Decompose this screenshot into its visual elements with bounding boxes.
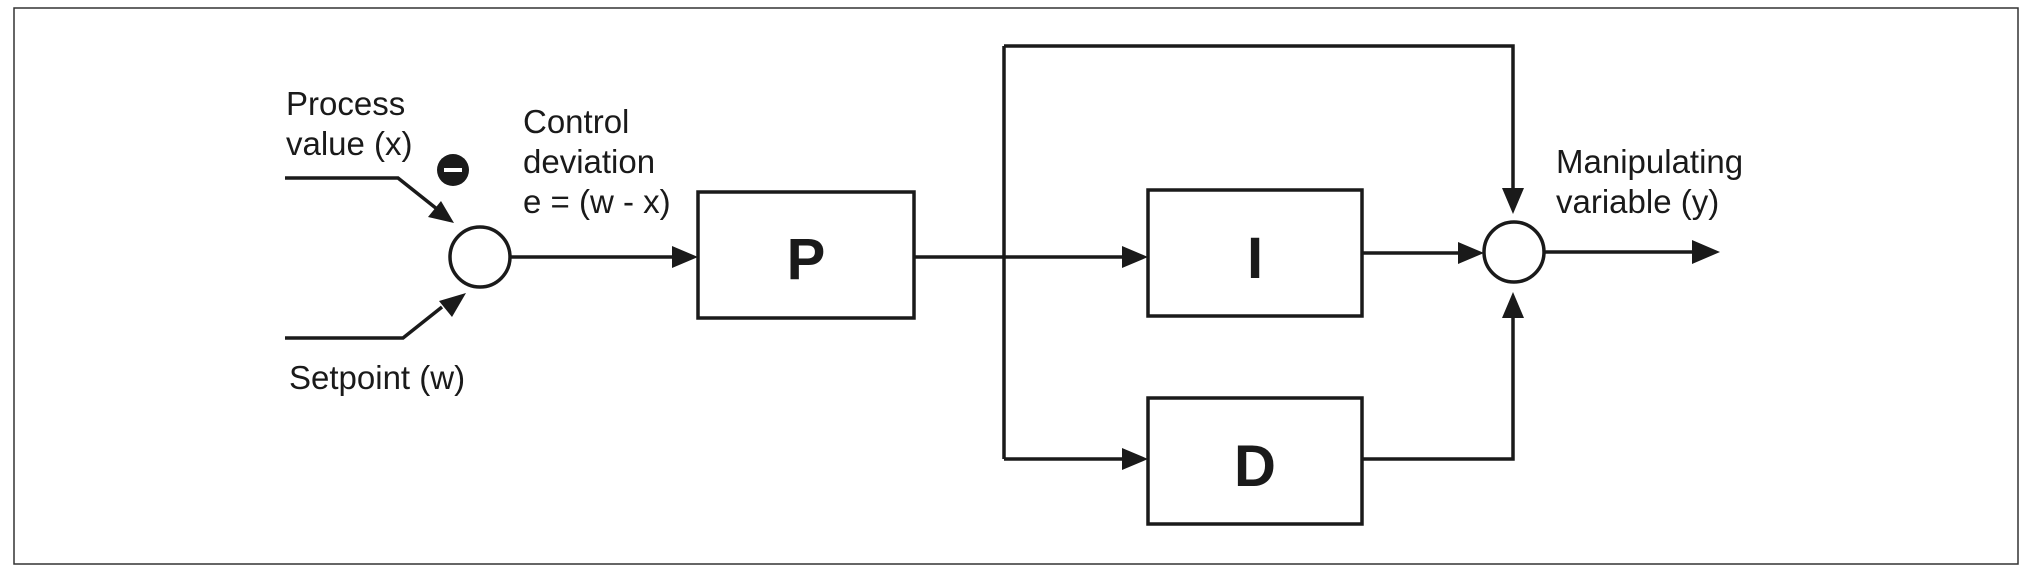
branch-to-d-arrowhead xyxy=(1122,448,1148,470)
p-to-i-arrowhead xyxy=(1122,246,1148,268)
i-to-sum-arrowhead xyxy=(1458,242,1484,264)
process-value-arrowhead xyxy=(428,201,454,223)
output-arrowhead xyxy=(1692,240,1720,264)
manipulating-variable-label-line2: variable (y) xyxy=(1556,183,1719,220)
d-to-sum-arrowhead xyxy=(1502,292,1524,318)
p-bypass-arrowhead xyxy=(1502,188,1524,214)
p-bypass-line xyxy=(1004,44,1515,196)
p-block-label: P xyxy=(787,227,826,292)
p-block xyxy=(696,190,916,320)
d-to-sum-line xyxy=(1362,310,1515,461)
control-deviation-label-line3: e = (w - x) xyxy=(523,183,671,220)
control-deviation-label-line1: Control xyxy=(523,103,629,140)
setpoint-label: Setpoint (w) xyxy=(289,359,465,396)
setpoint-arrowhead xyxy=(439,293,466,317)
manipulating-variable-label-line1: Manipulating xyxy=(1556,143,1743,180)
summing-junction xyxy=(1482,220,1546,284)
process-value-label-line2: value (x) xyxy=(286,125,413,162)
process-value-line xyxy=(285,176,444,215)
deviation-arrowhead xyxy=(672,246,698,268)
comparator-junction xyxy=(448,225,512,289)
d-block xyxy=(1146,396,1364,526)
control-deviation-label-line2: deviation xyxy=(523,143,655,180)
process-value-label-line1: Process xyxy=(286,85,405,122)
diagram-frame xyxy=(13,7,2019,565)
setpoint-line xyxy=(285,305,444,340)
i-block-label: I xyxy=(1247,226,1263,291)
d-block-label: D xyxy=(1234,434,1276,499)
minus-bar xyxy=(444,168,462,172)
i-block xyxy=(1146,188,1364,318)
